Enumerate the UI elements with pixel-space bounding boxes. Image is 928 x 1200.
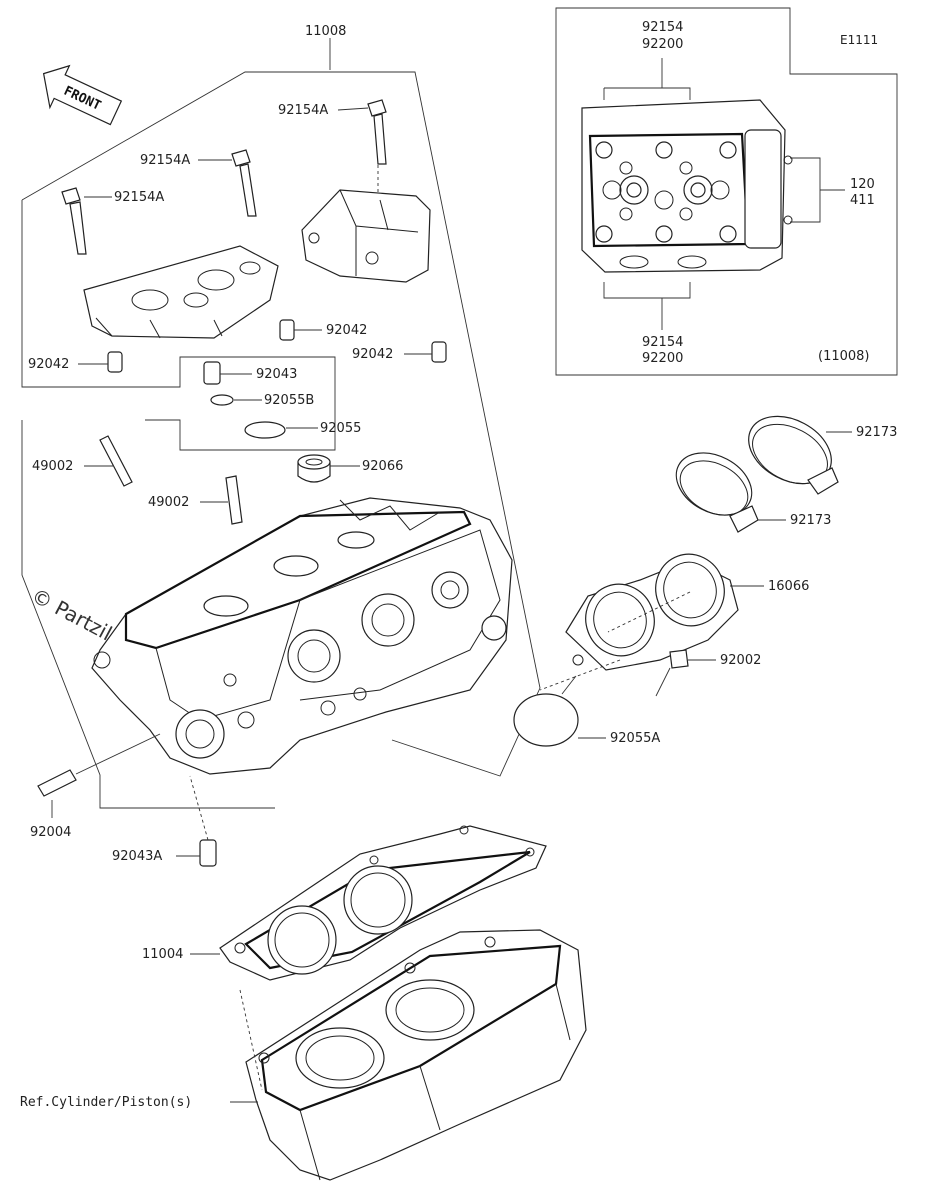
inset-label-92200-bottom[interactable]: 92200	[642, 351, 683, 366]
inset-label-92200-top[interactable]: 92200	[642, 37, 683, 52]
dowel-92042-left	[107, 351, 123, 373]
plug-92066	[297, 454, 331, 483]
bolt-92154A-left	[61, 187, 87, 255]
label-92043A[interactable]: 92043A	[112, 849, 162, 864]
label-92055[interactable]: 92055	[320, 421, 361, 436]
label-92173-2[interactable]: 92173	[790, 513, 831, 528]
label-92066[interactable]: 92066	[362, 459, 403, 474]
front-direction-arrow: FRONT	[42, 64, 123, 126]
diagram-code: E1111	[840, 33, 878, 47]
cam-cap-left	[83, 245, 279, 339]
oring-92055	[244, 421, 286, 439]
inset-ref-11008: (11008)	[818, 349, 870, 364]
head-gasket-11004	[219, 825, 547, 981]
label-92042-3[interactable]: 92042	[352, 347, 393, 362]
stud-92004	[37, 769, 77, 797]
bolt-92154A-middle	[231, 149, 257, 217]
inset-panel: E1111 92154 92200 92154 92200 120 411 (1…	[555, 7, 898, 376]
dowel-92043	[203, 361, 221, 385]
assembly-bracket-upper	[21, 38, 336, 451]
label-92004[interactable]: 92004	[30, 825, 71, 840]
inset-label-411[interactable]: 411	[850, 193, 875, 208]
label-92002[interactable]: 92002	[720, 653, 761, 668]
label-49002-1[interactable]: 49002	[32, 459, 73, 474]
oring-92055A	[513, 693, 579, 747]
inset-label-92154-bottom[interactable]: 92154	[642, 335, 683, 350]
bolt-92154A-right	[367, 99, 387, 165]
label-92055A[interactable]: 92055A	[610, 731, 660, 746]
label-92042-2[interactable]: 92042	[326, 323, 367, 338]
holder-16066	[565, 553, 739, 671]
guide-49002-left	[99, 435, 133, 487]
dowel-92043A	[199, 839, 217, 867]
label-92154A-2[interactable]: 92154A	[140, 153, 190, 168]
inset-label-120[interactable]: 120	[850, 177, 875, 192]
guide-49002-right	[225, 475, 243, 525]
clamp-92173-lower	[675, 452, 759, 533]
label-11008[interactable]: 11008	[305, 24, 346, 39]
oring-92055B	[210, 394, 234, 406]
dowel-92042-middle	[279, 319, 295, 341]
label-92043[interactable]: 92043	[256, 367, 297, 382]
cam-cap-right	[301, 189, 431, 283]
label-ref-cylinder[interactable]: Ref.Cylinder/Piston(s)	[20, 1095, 192, 1110]
assembly-bracket-lower	[21, 420, 275, 809]
inset-label-92154-top[interactable]: 92154	[642, 20, 683, 35]
assembly-bracket-outline	[21, 71, 541, 777]
inset-head-top-view	[581, 99, 793, 273]
cylinder-block-ref	[245, 929, 587, 1181]
label-92042-1[interactable]: 92042	[28, 357, 69, 372]
label-92055B[interactable]: 92055B	[264, 393, 314, 408]
label-11004[interactable]: 11004	[142, 947, 183, 962]
label-92173-1[interactable]: 92173	[856, 425, 897, 440]
label-16066[interactable]: 16066	[768, 579, 809, 594]
label-92154A-1[interactable]: 92154A	[278, 103, 328, 118]
screw-92002	[669, 649, 689, 669]
label-92154A-3[interactable]: 92154A	[114, 190, 164, 205]
cylinder-head	[91, 497, 513, 775]
clamp-92173-upper	[748, 415, 839, 495]
dowel-92042-right	[431, 341, 447, 363]
label-49002-2[interactable]: 49002	[148, 495, 189, 510]
